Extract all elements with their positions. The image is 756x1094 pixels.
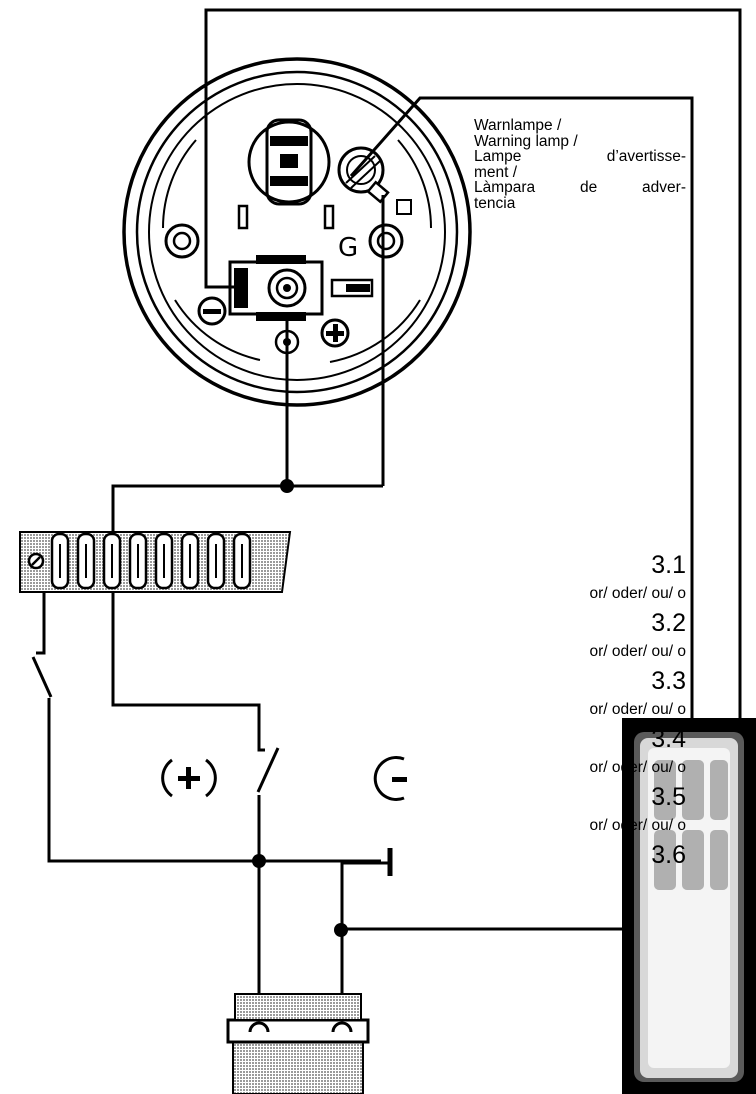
junction-dot-common [252,854,266,868]
wire-fuse3-to-switch2 [111,590,265,752]
warning-lamp-label: Warnlampe / Warning lamp / Lampe d’avert… [474,118,686,211]
gauge-g-label: G [338,233,358,263]
option-separator: or/ oder/ ou/ o [589,701,686,718]
contact-slot-right [323,204,335,230]
junction-dot-ground [334,923,348,937]
wire-fuse1-to-switch1 [36,590,46,655]
battery-minus-symbol [373,756,407,801]
switch-2 [256,747,280,793]
battery-icon [226,993,370,1094]
junction-dot-top [280,479,294,493]
wire-switch1-to-common [47,698,381,863]
option-number: 3.1 [651,551,686,579]
figure-options-list: 3.1 or/ oder/ ou/ o 3.2 or/ oder/ ou/ o … [426,550,686,870]
gauge-plus-symbol [320,318,350,348]
sender-terminal [228,255,374,355]
option-separator: or/ oder/ ou/ o [589,643,686,660]
option-number: 3.4 [651,725,686,753]
option-separator: or/ oder/ ou/ o [589,585,686,602]
connector-plug-icon [622,718,756,1094]
gauge-minus-symbol [197,296,227,326]
option-number: 3.5 [651,783,686,811]
warning-lamp-line-4: ment / [474,163,518,181]
warning-lamp-line-3: Lampe d’avertisse- [474,148,686,165]
option-separator: or/ oder/ ou/ o [589,759,686,776]
battery-plus-symbol [161,758,217,798]
wire-battery-minus-to-ground [340,861,390,1012]
fuse-block [19,531,292,593]
contact-slot-left [237,204,249,230]
warning-lamp-line-5: Làmpara de adver- [474,179,686,196]
option-number: 3.6 [651,841,686,869]
gauge-back-view: G [122,57,472,407]
warning-lamp-line-1: Warnlampe / [474,117,562,134]
mounting-hole-left [164,223,200,259]
option-separator: or/ oder/ ou/ o [589,817,686,834]
warning-lamp-line-6: tencia [474,194,516,212]
warning-lamp-line-2: Warning lamp / [474,132,578,150]
wire-warning-lamp-to-connector [349,96,694,726]
switch-1 [31,656,53,698]
option-number: 3.3 [651,667,686,695]
option-number: 3.2 [651,609,686,637]
illumination-socket [247,118,331,206]
mounting-hole-right [368,223,404,259]
